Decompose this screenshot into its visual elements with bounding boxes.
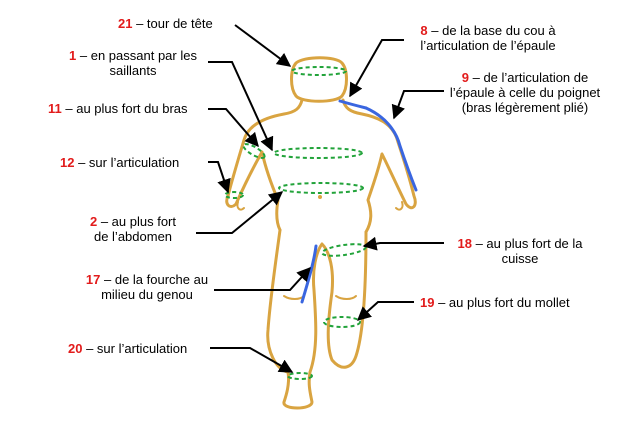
label-wrist: 12 – sur l’articulation <box>60 155 179 170</box>
ankle-circumference <box>287 372 313 380</box>
calf-circumference <box>323 316 361 328</box>
label-text: – de l’articulation de <box>472 70 589 85</box>
label-text: l’articulation de l’épaule <box>420 38 556 53</box>
label-text: milieu du genou <box>101 287 193 302</box>
label-text: – sur l’articulation <box>78 155 180 170</box>
label-text: – au plus fort <box>100 214 176 229</box>
label-ankle: 20 – sur l’articulation <box>68 341 187 356</box>
label-number: 1 <box>69 48 77 63</box>
label-thigh: 18 – au plus fort de la cuisse <box>440 236 600 266</box>
arrow-9 <box>391 90 444 120</box>
shoulder-length-line <box>338 99 368 110</box>
label-neck-to-shoulder: 8 – de la base du cou à l’articulation d… <box>398 23 578 53</box>
label-text: – au plus fort de la <box>475 236 583 251</box>
arrow-19 <box>356 301 414 321</box>
label-text: – au plus fort du bras <box>65 101 188 116</box>
chest-circumference <box>273 147 363 159</box>
label-chest-circumference: 1 – en passant par les saillants <box>48 48 218 78</box>
label-text: cuisse <box>501 251 539 266</box>
label-head-circumference: 21 – tour de tête <box>118 16 213 31</box>
label-number: 19 <box>420 295 435 310</box>
label-number: 18 <box>457 236 472 251</box>
label-number: 12 <box>60 155 75 170</box>
label-text: (bras légèrement plié) <box>461 100 589 115</box>
arrow-17 <box>214 266 311 291</box>
label-number: 20 <box>68 341 83 356</box>
arrow-21 <box>234 24 292 67</box>
arrow-18 <box>362 236 444 251</box>
label-text: l’épaule à celle du poignet <box>449 85 601 100</box>
label-number: 8 <box>420 23 428 38</box>
head-outline <box>290 56 348 103</box>
label-text: – tour de tête <box>136 16 213 31</box>
head-circumference <box>291 66 347 76</box>
upper-arm-circumference <box>242 143 266 159</box>
label-shoulder-to-wrist: 9 – de l’articulation de l’épaule à cell… <box>430 70 620 115</box>
pointer-arrows <box>196 24 444 373</box>
measurement-lines <box>224 66 367 380</box>
length-lines <box>300 99 418 304</box>
arrow-8 <box>349 39 404 98</box>
arrow-12 <box>208 161 231 194</box>
label-text: – de la base du cou à <box>431 23 556 38</box>
arrow-20 <box>210 347 294 373</box>
label-abdomen: 2 – au plus fort de l’abdomen <box>78 214 188 244</box>
label-upper-arm: 11 – au plus fort du bras <box>48 101 188 116</box>
label-text: – sur l’articulation <box>86 341 188 356</box>
legs-outline <box>266 228 368 410</box>
label-number: 2 <box>89 214 98 229</box>
label-number: 9 <box>461 70 469 85</box>
arm-length-line <box>364 106 418 192</box>
label-text: – en passant par les <box>79 48 197 63</box>
label-number: 17 <box>85 272 101 287</box>
label-text: – au plus fort du mollet <box>438 295 570 310</box>
label-text: de l’abdomen <box>93 229 173 244</box>
label-number: 21 <box>118 16 133 31</box>
torso-outline <box>225 98 417 234</box>
arrow-11 <box>208 108 259 148</box>
label-text: – de la fourche au <box>104 272 209 287</box>
label-inseam: 17 – de la fourche au milieu du genou <box>72 272 222 302</box>
arrow-2 <box>196 191 284 234</box>
label-number: 11 <box>48 101 62 116</box>
abdomen-circumference <box>278 182 364 194</box>
arrow-1 <box>208 61 274 152</box>
wrist-circumference <box>224 191 244 199</box>
label-calf: 19 – au plus fort du mollet <box>420 295 570 310</box>
label-text: saillants <box>109 63 157 78</box>
